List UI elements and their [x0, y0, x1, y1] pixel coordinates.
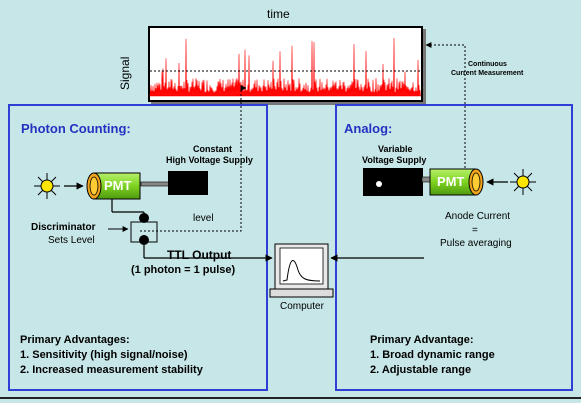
variable-supply-label-1: Variable [378, 144, 413, 154]
analog-title: Analog: [344, 121, 393, 136]
pmt-connector-left [140, 181, 170, 187]
pmt-tube-left [86, 172, 141, 200]
discriminator-node-bottom [139, 235, 149, 245]
continuous-label-1: Continuous [468, 61, 507, 68]
analog-advantage-1: 1. Broad dynamic range [370, 349, 495, 361]
continuous-label-2: Current Measurement [451, 70, 524, 77]
analog-advantage-title: Primary Advantage: [370, 334, 474, 346]
bottom-divider [0, 397, 581, 399]
photon-counting-title: Photon Counting: [21, 121, 131, 136]
pulse-averaging-label: Pulse averaging [440, 238, 512, 249]
signal-trace-panel [148, 26, 423, 102]
signal-noise-trace [149, 37, 421, 97]
sets-level-label: Sets Level [48, 235, 95, 246]
pmt-label-right: PMT [437, 174, 465, 189]
light-source-sun-icon-right [510, 169, 536, 195]
variable-supply-label-2: Voltage Supply [362, 155, 427, 165]
time-axis-label: time [267, 7, 290, 21]
level-dotted-path [140, 85, 247, 232]
discriminator-node-top [139, 213, 149, 223]
discriminator-label: Discriminator [31, 222, 96, 233]
anode-equals-label: = [472, 225, 478, 236]
light-source-sun-icon [34, 173, 60, 199]
analog-panel [335, 104, 573, 391]
level-label: level [193, 213, 214, 224]
signal-trace [149, 37, 421, 97]
supply-knob-icon [376, 181, 382, 187]
constant-supply-label-2: High Voltage Supply [166, 155, 253, 165]
anode-current-label: Anode Current [445, 211, 511, 222]
analog-advantage-2: 2. Adjustable range [370, 364, 472, 376]
constant-high-voltage-supply [168, 171, 208, 195]
photon-advantage-1: 1. Sensitivity (high signal/noise) [20, 349, 188, 361]
photon-counting-panel [8, 104, 268, 391]
ttl-output-label: TTL Output [167, 248, 232, 262]
pmt-label-left: PMT [104, 178, 132, 193]
photon-advantages-title: Primary Advantages: [20, 334, 130, 346]
computer-label: Computer [280, 301, 324, 312]
pmt-tube-right [429, 168, 484, 196]
computer-icon [269, 243, 334, 298]
ttl-output-sub-label: (1 photon = 1 pulse) [131, 264, 236, 276]
constant-supply-label-1: Constant [193, 144, 232, 154]
continuous-dotted-path [425, 42, 466, 168]
photon-advantage-2: 2. Increased measurement stability [20, 364, 203, 376]
variable-voltage-supply [363, 168, 423, 196]
